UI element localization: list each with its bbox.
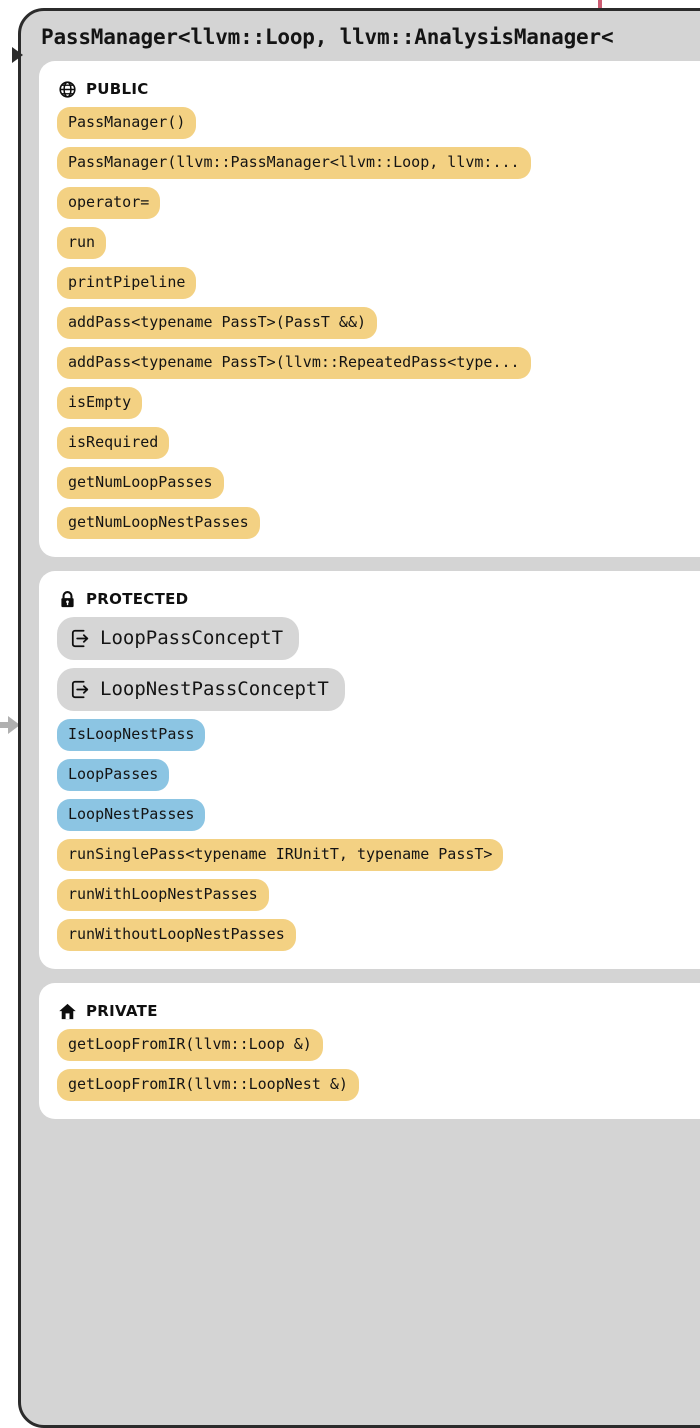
member-pill-method[interactable]: addPass<typename PassT>(llvm::RepeatedPa…	[57, 347, 531, 379]
class-node[interactable]: PassManager<llvm::Loop, llvm::AnalysisMa…	[12, 8, 700, 1428]
member-list-private: getLoopFromIR(llvm::Loop &)getLoopFromIR…	[39, 1029, 700, 1101]
section-title-private: PRIVATE	[86, 1002, 158, 1020]
member-list-public: PassManager()PassManager(llvm::PassManag…	[39, 107, 700, 539]
member-row: addPass<typename PassT>(llvm::RepeatedPa…	[57, 347, 700, 379]
member-label: runWithoutLoopNestPasses	[68, 925, 285, 943]
member-label: runWithLoopNestPasses	[68, 885, 258, 903]
member-pill-method[interactable]: getLoopFromIR(llvm::Loop &)	[57, 1029, 323, 1061]
member-pill-method[interactable]: run	[57, 227, 107, 259]
member-label: LoopNestPasses	[68, 805, 195, 823]
member-pill-nested[interactable]: LoopNestPassConceptT	[57, 668, 345, 711]
member-row: PassManager()	[57, 107, 700, 139]
member-row: addPass<typename PassT>(PassT &&)	[57, 307, 700, 339]
section-header-public: PUBLIC	[39, 79, 700, 107]
member-row: LoopPasses	[57, 759, 700, 791]
member-label: LoopPassConceptT	[100, 626, 284, 649]
member-label: getNumLoopPasses	[68, 473, 213, 491]
member-label: LoopNestPassConceptT	[100, 677, 329, 700]
member-row: getLoopFromIR(llvm::LoopNest &)	[57, 1069, 700, 1101]
incoming-edge-stub	[598, 0, 602, 11]
member-pill-method[interactable]: getNumLoopPasses	[57, 467, 224, 499]
member-label: getNumLoopNestPasses	[68, 513, 249, 531]
enter-box-icon	[69, 678, 91, 700]
member-row: LoopNestPassConceptT	[57, 668, 700, 711]
member-row: getNumLoopPasses	[57, 467, 700, 499]
member-pill-method[interactable]: isRequired	[57, 427, 170, 459]
member-pill-method[interactable]: PassManager()	[57, 107, 197, 139]
member-label: printPipeline	[68, 273, 186, 291]
arrow-head	[8, 716, 20, 734]
member-pill-method[interactable]: addPass<typename PassT>(PassT &&)	[57, 307, 378, 339]
member-row: IsLoopNestPass	[57, 719, 700, 751]
arrow-shaft	[0, 722, 15, 728]
member-label: operator=	[68, 193, 150, 211]
member-pill-method[interactable]: operator=	[57, 187, 161, 219]
section-protected: PROTECTED LoopPassConceptT LoopNestPassCon…	[39, 571, 700, 969]
house-icon	[57, 1001, 77, 1021]
member-row: LoopPassConceptT	[57, 617, 700, 660]
member-pill-method[interactable]: runWithoutLoopNestPasses	[57, 919, 296, 951]
member-pill-field[interactable]: LoopPasses	[57, 759, 170, 791]
member-label: IsLoopNestPass	[68, 725, 195, 743]
member-pill-method[interactable]: printPipeline	[57, 267, 197, 299]
enter-box-icon	[69, 627, 91, 649]
member-label: LoopPasses	[68, 765, 159, 783]
section-header-private: PRIVATE	[39, 1001, 700, 1029]
member-label: getLoopFromIR(llvm::LoopNest &)	[68, 1075, 348, 1093]
section-title-public: PUBLIC	[86, 80, 149, 98]
member-label: addPass<typename PassT>(llvm::RepeatedPa…	[68, 353, 520, 371]
member-pill-method[interactable]: getNumLoopNestPasses	[57, 507, 260, 539]
lock-icon	[57, 589, 77, 609]
member-list-protected: LoopPassConceptT LoopNestPassConceptT IsLo…	[39, 617, 700, 951]
globe-icon	[57, 79, 77, 99]
member-pill-method[interactable]: getLoopFromIR(llvm::LoopNest &)	[57, 1069, 359, 1101]
incoming-relation-arrow	[0, 712, 20, 738]
member-row: isRequired	[57, 427, 700, 459]
member-row: runSinglePass<typename IRUnitT, typename…	[57, 839, 700, 871]
member-label: isRequired	[68, 433, 159, 451]
member-label: PassManager()	[68, 113, 186, 131]
member-pill-method[interactable]: runWithLoopNestPasses	[57, 879, 269, 911]
member-label: runSinglePass<typename IRUnitT, typename…	[68, 845, 493, 863]
member-label: isEmpty	[68, 393, 132, 411]
member-row: runWithLoopNestPasses	[57, 879, 700, 911]
member-row: runWithoutLoopNestPasses	[57, 919, 700, 951]
member-row: run	[57, 227, 700, 259]
member-pill-method[interactable]: isEmpty	[57, 387, 143, 419]
member-pill-nested[interactable]: LoopPassConceptT	[57, 617, 300, 660]
member-label: PassManager(llvm::PassManager<llvm::Loop…	[68, 153, 520, 171]
node-incoming-arrow-icon	[12, 47, 23, 63]
member-row: getLoopFromIR(llvm::Loop &)	[57, 1029, 700, 1061]
class-node-title: PassManager<llvm::Loop, llvm::AnalysisMa…	[41, 25, 614, 49]
member-row: PassManager(llvm::PassManager<llvm::Loop…	[57, 147, 700, 179]
member-pill-method[interactable]: runSinglePass<typename IRUnitT, typename…	[57, 839, 504, 871]
member-pill-field[interactable]: LoopNestPasses	[57, 799, 206, 831]
section-header-protected: PROTECTED	[39, 589, 700, 617]
member-row: operator=	[57, 187, 700, 219]
member-row: isEmpty	[57, 387, 700, 419]
member-label: run	[68, 233, 96, 251]
section-title-protected: PROTECTED	[86, 590, 189, 608]
member-row: printPipeline	[57, 267, 700, 299]
member-label: addPass<typename PassT>(PassT &&)	[68, 313, 367, 331]
member-pill-field[interactable]: IsLoopNestPass	[57, 719, 206, 751]
member-label: getLoopFromIR(llvm::Loop &)	[68, 1035, 312, 1053]
member-row: LoopNestPasses	[57, 799, 700, 831]
member-pill-method[interactable]: PassManager(llvm::PassManager<llvm::Loop…	[57, 147, 531, 179]
member-row: getNumLoopNestPasses	[57, 507, 700, 539]
